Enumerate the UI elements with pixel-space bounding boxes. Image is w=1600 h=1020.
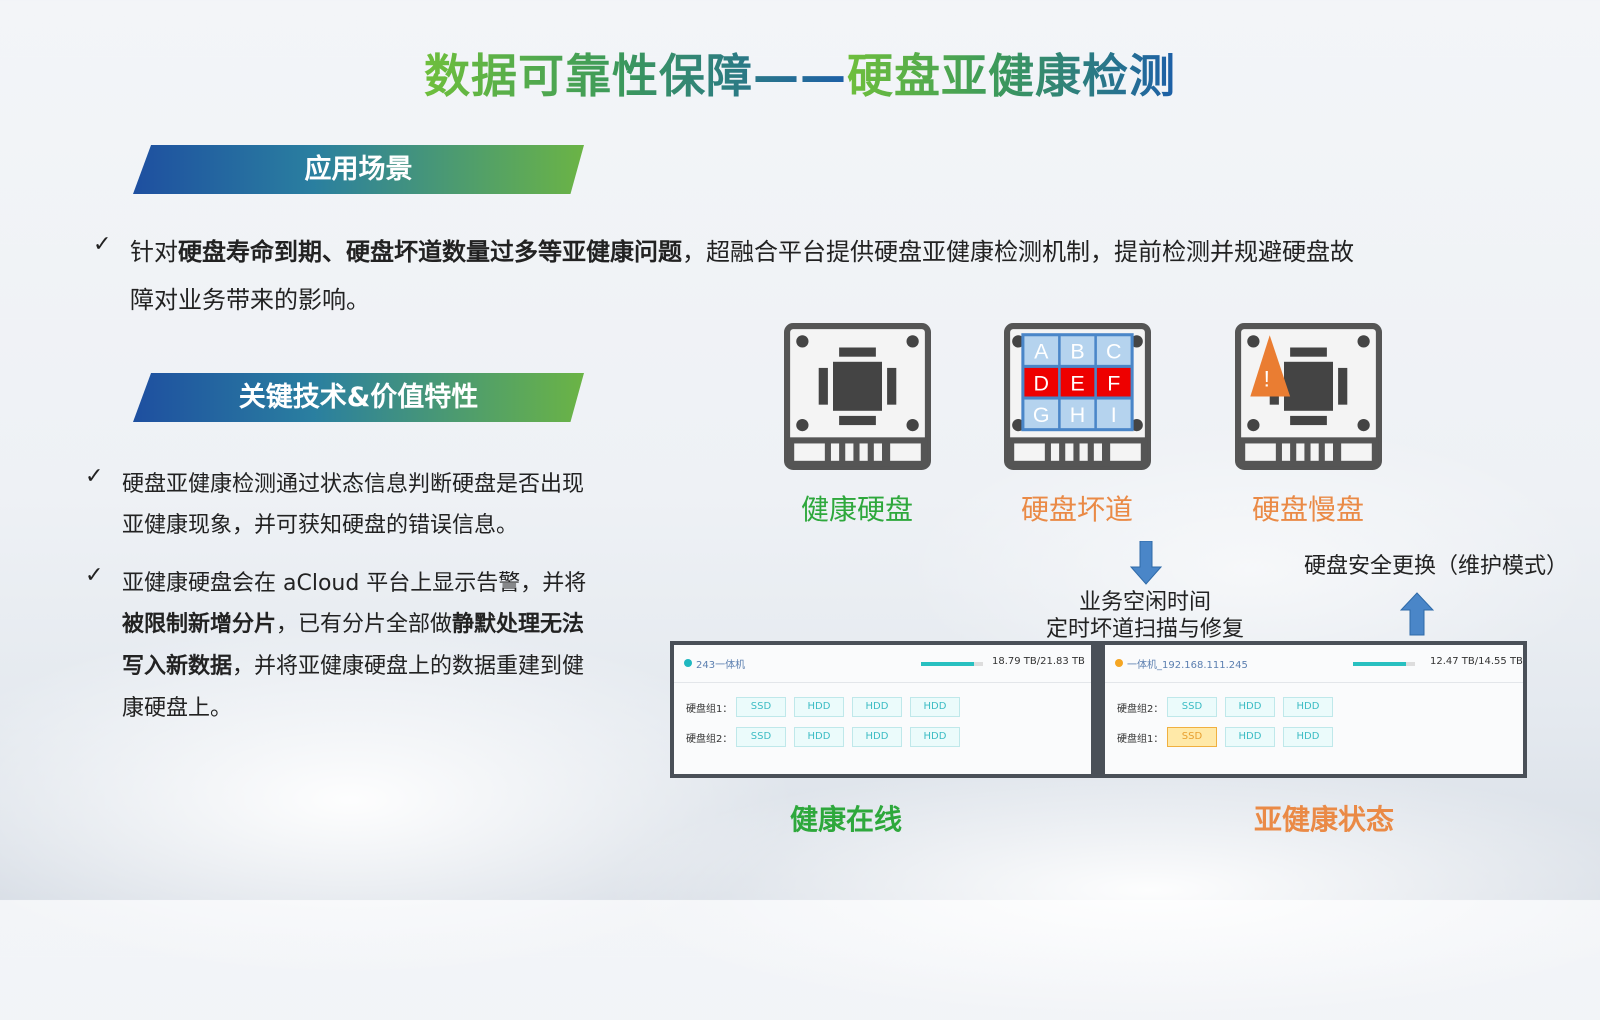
disk[interactable]: HDD — [1283, 727, 1333, 747]
disk[interactable]: HDD — [1283, 697, 1333, 717]
sector-cell — [1024, 367, 1059, 397]
disk[interactable]: HDD — [1225, 727, 1275, 747]
check-icon: ✓ — [85, 563, 104, 588]
arrow-down-icon — [1130, 541, 1162, 585]
bullet1-line1: 硬盘亚健康检测通过状态信息判断硬盘是否出现 — [122, 472, 585, 497]
sector-cell — [1024, 399, 1059, 429]
sector-label: E — [1070, 371, 1084, 395]
sector-label: B — [1070, 340, 1084, 364]
disk[interactable]: SSD — [1167, 697, 1217, 717]
sector-cell — [1024, 336, 1059, 365]
label-slow-disk: 硬盘慢盘 — [1251, 493, 1364, 526]
scan-repair-text: 定时坏道扫描与修复 — [1045, 617, 1244, 642]
capacity-bar — [1353, 662, 1415, 666]
slow-disk-icon: ! — [1235, 323, 1382, 470]
bullet2-line1: 亚健康硬盘会在 aCloud 平台上显示告警，并将 — [122, 571, 587, 596]
host-panel-subhealthy: 一体机_192.168.111.245 12.47 TB/14.55 TB 硬盘… — [1105, 645, 1523, 774]
slide-title: 数据可靠性保障——硬盘亚健康检测 — [424, 49, 1176, 103]
sector-label: C — [1106, 340, 1121, 364]
sector-cell — [1060, 399, 1095, 429]
intro-line1: 针对硬盘寿命到期、硬盘坏道数量过多等亚健康问题，超融合平台提供硬盘亚健康检测机制… — [130, 238, 1354, 266]
capacity-text: 12.47 TB/14.55 TB — [1430, 656, 1523, 667]
sector-label: D — [1034, 371, 1049, 395]
disk[interactable]: HDD — [910, 727, 960, 747]
sector-label: A — [1034, 340, 1049, 364]
sector-label: I — [1111, 403, 1117, 427]
label-healthy-disk: 健康硬盘 — [800, 493, 913, 526]
disk[interactable]: HDD — [852, 697, 902, 717]
sector-cell — [1096, 336, 1131, 365]
bullet2-line4: 康硬盘上。 — [122, 696, 233, 721]
check-icon: ✓ — [85, 464, 104, 489]
svg-text:!: ! — [1264, 366, 1270, 391]
idle-time-text: 业务空闲时间 — [1078, 590, 1211, 615]
disk[interactable]: SSD — [736, 697, 786, 717]
healthy-disk-icon — [784, 323, 931, 470]
disk[interactable]: HDD — [1225, 697, 1275, 717]
disk[interactable]: SSD — [736, 727, 786, 747]
label-bad-sector: 硬盘坏道 — [1020, 493, 1133, 526]
capacity-text: 18.79 TB/21.83 TB — [992, 656, 1085, 667]
warning-icon — [1250, 335, 1291, 397]
capacity-bar — [921, 662, 983, 666]
host-name[interactable]: 一体机_192.168.111.245 — [1127, 660, 1248, 671]
sector-cell — [1096, 367, 1131, 397]
sector-cell — [1060, 367, 1095, 397]
disk[interactable]: HDD — [794, 697, 844, 717]
caption-subhealthy: 亚健康状态 — [1253, 803, 1394, 836]
section-banner-scenario: 应用场景 — [133, 145, 584, 194]
caption-healthy-online: 健康在线 — [789, 803, 902, 836]
arrow-up-icon — [1400, 592, 1434, 636]
status-dot — [684, 659, 692, 667]
host-name[interactable]: 243一体机 — [696, 660, 746, 671]
disk[interactable]: HDD — [794, 727, 844, 747]
disk[interactable]: HDD — [910, 697, 960, 717]
disk-warning[interactable]: SSD — [1167, 727, 1217, 747]
status-dot — [1115, 659, 1123, 667]
section-banner-key-tech: 关键技术&价值特性 — [133, 373, 584, 422]
disk[interactable]: HDD — [852, 727, 902, 747]
safe-replace-text: 硬盘安全更换（维护模式） — [1304, 554, 1569, 579]
bullet2-line3: 写入新数据，并将亚健康硬盘上的数据重建到健 — [122, 654, 585, 679]
sector-label: H — [1070, 403, 1085, 427]
sector-cell — [1096, 399, 1131, 429]
bullet1-line2: 亚健康现象，并可获知硬盘的错误信息。 — [122, 513, 519, 538]
bullet2-line2: 被限制新增分片，已有分片全部做静默处理无法 — [122, 612, 585, 637]
check-icon: ✓ — [93, 232, 112, 257]
intro-line2: 障对业务带来的影响。 — [130, 286, 370, 314]
sector-label: G — [1033, 403, 1050, 427]
sector-cell — [1060, 336, 1095, 365]
sector-label: F — [1107, 371, 1120, 395]
